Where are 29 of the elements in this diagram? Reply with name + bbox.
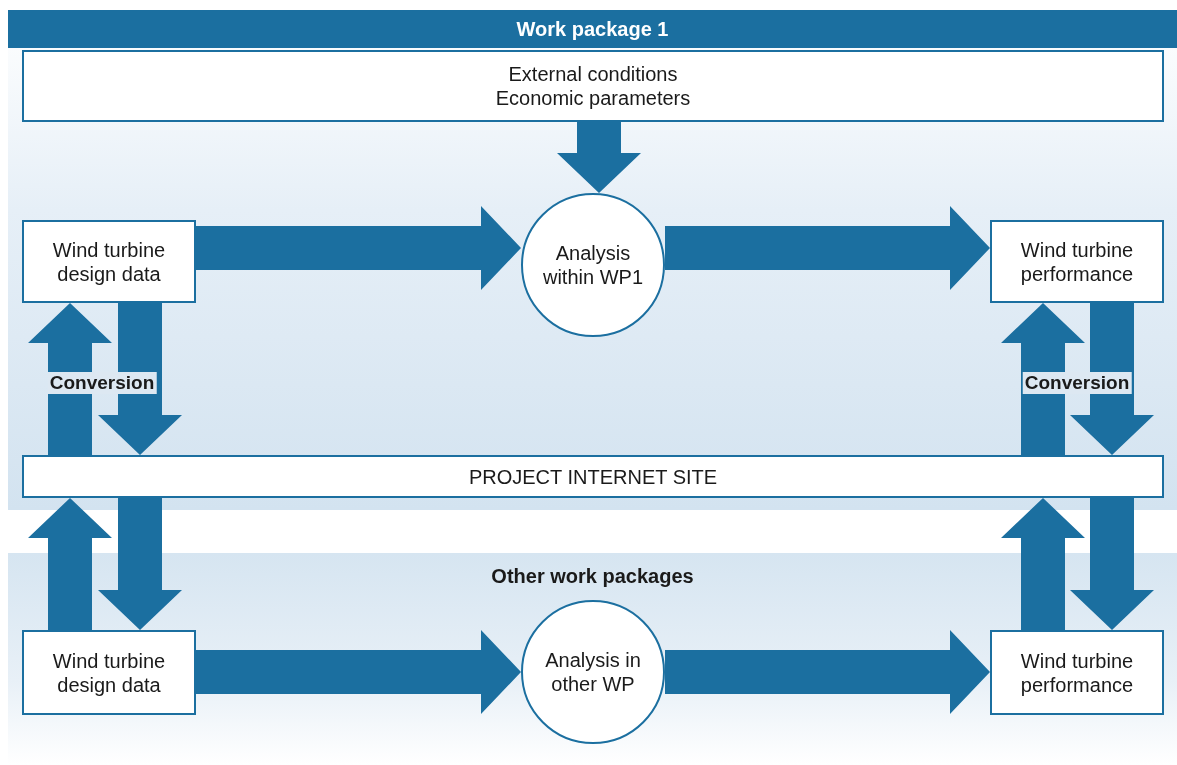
block-arrow xyxy=(98,498,182,630)
box-label: Economic parameters xyxy=(495,86,691,110)
box-label: External conditions xyxy=(508,62,678,86)
process-box xyxy=(22,630,196,715)
panel-background xyxy=(8,10,1177,510)
block-arrow xyxy=(665,630,990,714)
box-label: Wind turbine performance xyxy=(1019,648,1135,697)
block-arrow xyxy=(196,206,521,290)
box-label: Analysis in other WP xyxy=(544,648,642,696)
box-label: Wind turbine design data xyxy=(51,237,167,286)
block-arrow xyxy=(1001,498,1085,630)
box-label: Wind turbine performance xyxy=(1019,237,1135,286)
process-box xyxy=(990,220,1164,303)
block-arrow xyxy=(196,630,521,714)
block-arrow xyxy=(1070,498,1154,630)
conversion-label: Conversion xyxy=(1022,372,1132,394)
process-box xyxy=(990,630,1164,715)
block-arrow xyxy=(28,498,112,630)
block-arrow xyxy=(557,122,641,193)
box-label: Wind turbine design data xyxy=(51,648,167,697)
box-label: PROJECT INTERNET SITE xyxy=(468,464,718,489)
conversion-label: Conversion xyxy=(47,372,157,394)
process-box xyxy=(22,50,1164,122)
panel-heading: Work package 1 xyxy=(8,10,1177,48)
process-box xyxy=(22,220,196,303)
process-box xyxy=(22,455,1164,498)
box-label: Analysis within WP1 xyxy=(542,241,644,289)
panel-heading: Other work packages xyxy=(490,565,695,588)
block-arrow xyxy=(665,206,990,290)
